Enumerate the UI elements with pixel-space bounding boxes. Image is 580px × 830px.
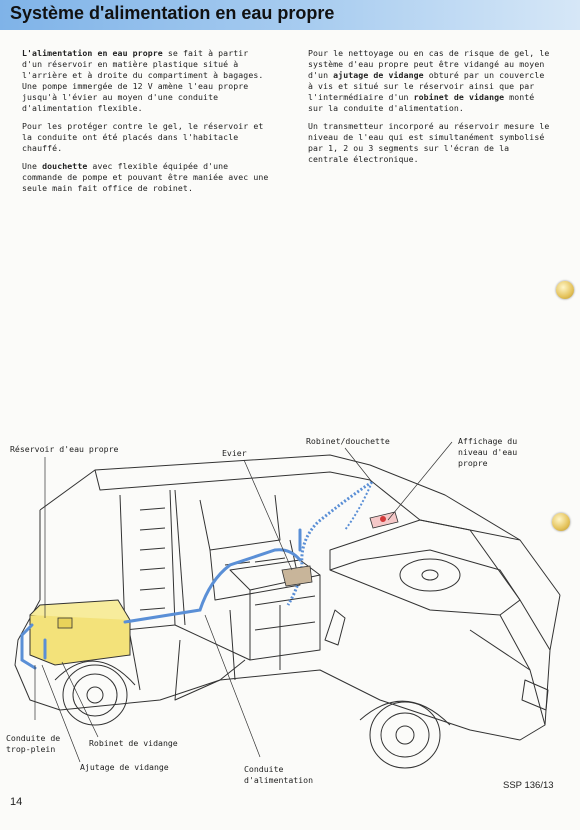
paragraph-transmetteur: Un transmetteur incorporé au réservoir m… (308, 121, 550, 164)
right-column-text: Pour le nettoyage ou en cas de risque de… (308, 48, 553, 172)
page-title: Système d'alimentation en eau propre (10, 3, 335, 23)
page-number: 14 (10, 796, 23, 808)
label-conduite-alimentation: Conduite d'alimentation (244, 764, 314, 785)
page-header: Système d'alimentation en eau propre (0, 0, 580, 30)
label-affichage: Affichage du niveau d'eau propre (458, 436, 518, 468)
label-conduite-trop-plein: Conduite de trop-plein (6, 733, 61, 754)
paragraph-vidange: Pour le nettoyage ou en cas de risque de… (308, 48, 550, 113)
van-body (14, 594, 561, 741)
label-reservoir: Réservoir d'eau propre (10, 444, 119, 454)
overflow-pipe (20, 623, 37, 670)
sink (281, 565, 313, 587)
binder-tab-icon (556, 281, 574, 299)
label-ajutage-vidange: Ajutage de vidange (80, 762, 169, 772)
van-illustration (14, 441, 561, 769)
left-column-text: L'alimentation en eau propre se fait à p… (22, 48, 272, 201)
ssp-reference: SSP 136/13 (503, 780, 554, 791)
paragraph-intro: L'alimentation en eau propre se fait à p… (22, 48, 264, 113)
label-robinet-douchette: Robinet/douchette (306, 436, 390, 446)
supply-pipe (123, 548, 302, 624)
paragraph-gel: Pour les protéger contre le gel, le rése… (22, 121, 264, 153)
term-ajutage: ajutage de vidange (333, 70, 424, 80)
pipe-lines (20, 528, 302, 670)
term-robinet: robinet de vidange (413, 92, 505, 102)
term-alimentation: L'alimentation en eau propre (22, 48, 163, 58)
shower-hose (286, 480, 373, 606)
label-robinet-vidange: Robinet de vidange (89, 738, 178, 748)
paragraph-douchette: Une douchette avec flexible équipée d'un… (22, 161, 269, 193)
binder-tab-icon (552, 513, 570, 531)
term-douchette: douchette (42, 161, 88, 171)
label-evier: Evier (222, 448, 247, 458)
